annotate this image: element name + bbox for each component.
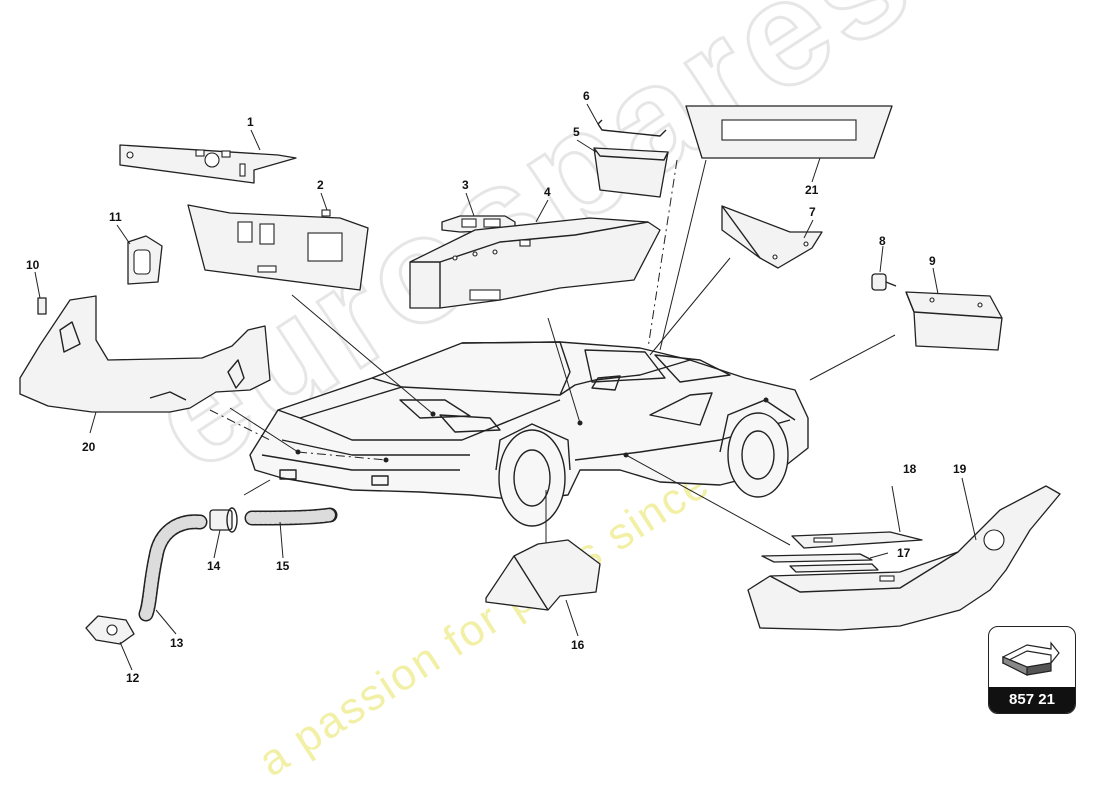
part-1-bracket [119, 144, 297, 184]
callout-19: 19 [953, 462, 967, 476]
callout-17: 17 [897, 546, 911, 560]
callout-1: 1 [247, 115, 254, 129]
callout-9: 9 [929, 254, 936, 268]
part-15-hose [244, 507, 338, 526]
part-19-sill [747, 485, 1061, 631]
part-7-bracket [721, 205, 823, 269]
callout-20: 20 [82, 440, 96, 454]
callout-21: 21 [805, 183, 819, 197]
callout-4: 4 [544, 185, 551, 199]
part-17-strips [761, 553, 879, 573]
car-body [249, 341, 809, 527]
callout-6: 6 [583, 89, 590, 103]
callout-12: 12 [126, 671, 140, 685]
callout-18: 18 [903, 462, 917, 476]
part-21-panel [685, 105, 893, 159]
part-13-hose [138, 514, 208, 622]
part-18-plate [791, 531, 923, 549]
callout-5: 5 [573, 125, 580, 139]
callout-8: 8 [879, 234, 886, 248]
diagram-number-badge: 857 21 [988, 626, 1076, 714]
part-5-cup [593, 147, 669, 198]
callout-3: 3 [462, 178, 469, 192]
part-11-bracket [127, 235, 163, 285]
callout-13: 13 [170, 636, 184, 650]
arrow-icon [1002, 641, 1060, 676]
callout-10: 10 [26, 258, 40, 272]
callout-14: 14 [207, 559, 221, 573]
callout-11: 11 [109, 210, 122, 224]
part-4-console [409, 217, 661, 309]
part-6-rod [597, 119, 667, 137]
leader-lines [209, 159, 896, 552]
callout-7: 7 [809, 205, 816, 219]
part-10-clip [37, 297, 47, 315]
callout-16: 16 [571, 638, 585, 652]
callout-leaders [34, 103, 977, 671]
part-2-panel [187, 204, 369, 291]
part-9-bracket [905, 291, 1003, 351]
part-16-cover [485, 539, 601, 611]
callout-2: 2 [317, 178, 324, 192]
badge-label: 857 21 [989, 687, 1075, 713]
part-12-clamp [85, 615, 135, 645]
part-14-sleeve [209, 507, 238, 533]
part-8-knob [871, 273, 897, 291]
callout-15: 15 [276, 559, 290, 573]
part-20-tray [19, 295, 271, 413]
